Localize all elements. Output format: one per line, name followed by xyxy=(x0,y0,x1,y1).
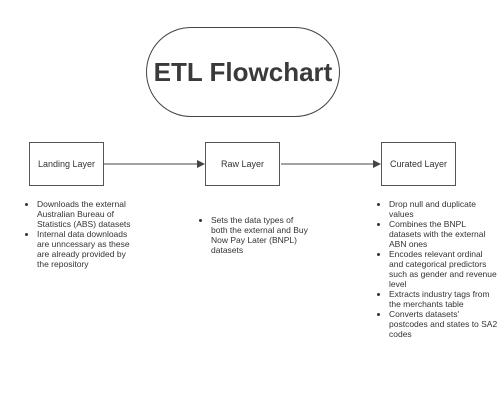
note-item: Drop null and duplicate values xyxy=(389,199,498,219)
landing-layer-notes: Downloads the external Australian Bureau… xyxy=(26,199,137,269)
landing-layer-label: Landing Layer xyxy=(37,159,96,169)
note-item: Sets the data types of both the external… xyxy=(211,215,309,255)
note-item: Internal data downloads are unncessary a… xyxy=(37,229,137,269)
landing-layer-box: Landing Layer xyxy=(29,142,104,186)
raw-layer-label: Raw Layer xyxy=(220,159,265,169)
note-item: Extracts industry tags from the merchant… xyxy=(389,289,498,309)
curated-layer-notes: Drop null and duplicate values Combines … xyxy=(378,199,498,339)
note-item: Downloads the external Australian Bureau… xyxy=(37,199,137,229)
title-oval: ETL Flowchart xyxy=(146,27,340,117)
note-item: Combines the BNPL datasets with the exte… xyxy=(389,219,498,249)
note-item: Encodes relevant ordinal and categorical… xyxy=(389,249,498,289)
note-item: Converts datasets' postcodes and states … xyxy=(389,309,498,339)
curated-layer-label: Curated Layer xyxy=(389,159,448,169)
raw-layer-box: Raw Layer xyxy=(205,142,280,186)
curated-layer-box: Curated Layer xyxy=(381,142,456,186)
diagram-title: ETL Flowchart xyxy=(153,56,333,87)
raw-layer-notes: Sets the data types of both the external… xyxy=(200,215,309,255)
